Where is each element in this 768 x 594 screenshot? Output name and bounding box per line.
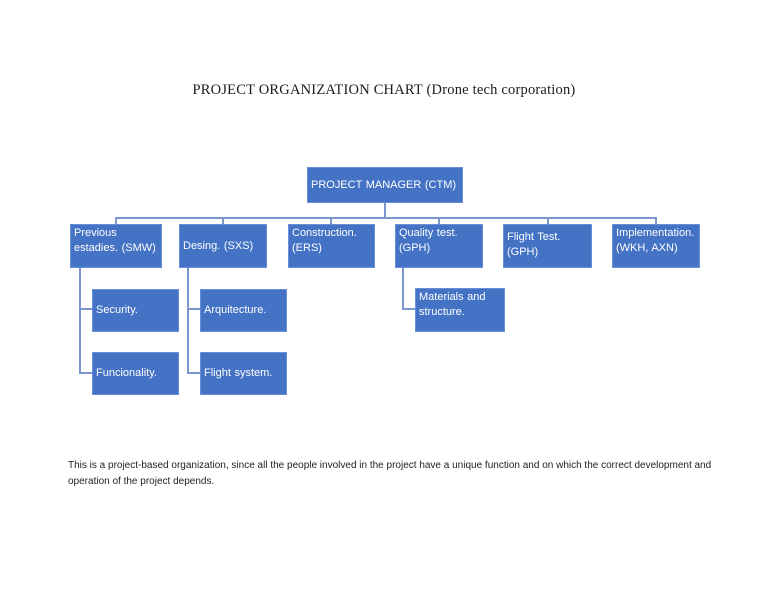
node-label: Funcionality.	[96, 367, 157, 379]
connector-stub-flight-system	[187, 372, 200, 374]
connector-stub-funcionality	[79, 372, 92, 374]
node-label: Flight Test. (GPH)	[507, 231, 561, 258]
node-label: Quality test. (GPH)	[399, 227, 458, 254]
node-security: Security.	[92, 289, 179, 332]
node-quality-test: Quality test. (GPH)	[395, 224, 483, 268]
node-previous-estadies: Previous estadies. (SMW)	[70, 224, 162, 268]
node-arquitecture: Arquitecture.	[200, 289, 287, 332]
chart-title: PROJECT ORGANIZATION CHART (Drone tech c…	[192, 82, 576, 98]
node-label: Materials and structure.	[419, 291, 486, 318]
node-label: Arquitecture.	[204, 304, 267, 316]
connector-root-drop	[384, 203, 386, 218]
node-label: Security.	[96, 304, 138, 316]
connector-drop-quality	[438, 217, 440, 225]
node-desing: Desing. (SXS)	[179, 224, 267, 268]
connector-previous-children-vertical	[79, 268, 81, 374]
node-label: Implementation. (WKH, AXN)	[616, 227, 695, 254]
node-label: PROJECT MANAGER (CTM)	[311, 178, 457, 191]
footer-line-1: This is a project-based organization, si…	[68, 460, 692, 471]
footer-paragraph: This is a project-based organization, si…	[68, 458, 728, 489]
connector-drop-construction	[330, 217, 332, 225]
node-funcionality: Funcionality.	[92, 352, 179, 395]
node-flight-system: Flight system.	[200, 352, 287, 395]
connector-level2-horizontal	[115, 217, 657, 219]
node-implementation: Implementation. (WKH, AXN)	[612, 224, 700, 268]
connector-drop-flight-test	[547, 217, 549, 225]
node-materials-structure: Materials and structure.	[415, 288, 505, 332]
node-label: Desing. (SXS)	[183, 239, 254, 252]
connector-drop-desing	[222, 217, 224, 225]
node-label: Flight system.	[204, 367, 273, 379]
node-project-manager: PROJECT MANAGER (CTM)	[307, 167, 463, 203]
node-construction: Construction. (ERS)	[288, 224, 375, 268]
node-label: Construction. (ERS)	[292, 227, 357, 254]
node-label: Previous estadies. (SMW)	[74, 227, 156, 254]
footer-line-2: and operation of the project depends.	[68, 460, 712, 487]
connector-quality-children-vertical	[402, 268, 404, 310]
connector-stub-security	[79, 308, 92, 310]
connector-stub-arquitecture	[187, 308, 200, 310]
connector-drop-previous	[115, 217, 117, 225]
connector-stub-materials	[402, 308, 415, 310]
connector-desing-children-vertical	[187, 268, 189, 374]
node-flight-test: Flight Test. (GPH)	[503, 224, 592, 268]
connector-drop-implementation	[655, 217, 657, 225]
